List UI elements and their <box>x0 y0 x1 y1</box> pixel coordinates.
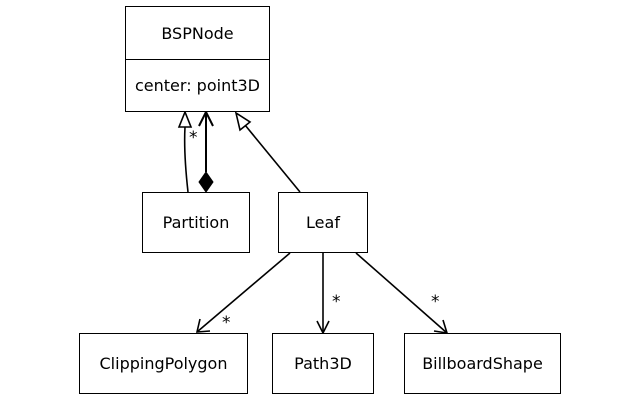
class-bspnode[interactable]: BSPNode center: point3D <box>125 6 270 112</box>
edge-partition-generalization <box>183 126 189 193</box>
edge-leaf-billboardshape <box>355 252 448 334</box>
edge-leaf-generalization <box>244 124 301 193</box>
multiplicity-label: * <box>189 128 198 148</box>
class-name: BSPNode <box>126 7 269 60</box>
generalization-arrowhead-icon <box>177 109 193 128</box>
generalization-arrowhead-icon <box>234 111 252 132</box>
class-leaf[interactable]: Leaf <box>278 192 368 253</box>
association-arrowhead-icon <box>195 318 211 333</box>
composition-diamond-icon <box>198 171 214 193</box>
class-path3d[interactable]: Path3D <box>272 333 374 394</box>
edge-leaf-clippingpolygon <box>196 252 291 333</box>
multiplicity-label: * <box>431 292 440 312</box>
multiplicity-label: * <box>332 292 341 312</box>
multiplicity-label: * <box>222 313 231 333</box>
composition-arrowhead-icon <box>198 109 214 127</box>
class-attribute: center: point3D <box>135 76 260 95</box>
class-billboardshape[interactable]: BillboardShape <box>404 333 561 394</box>
class-clippingpolygon[interactable]: ClippingPolygon <box>79 333 248 394</box>
class-partition[interactable]: Partition <box>142 192 250 253</box>
